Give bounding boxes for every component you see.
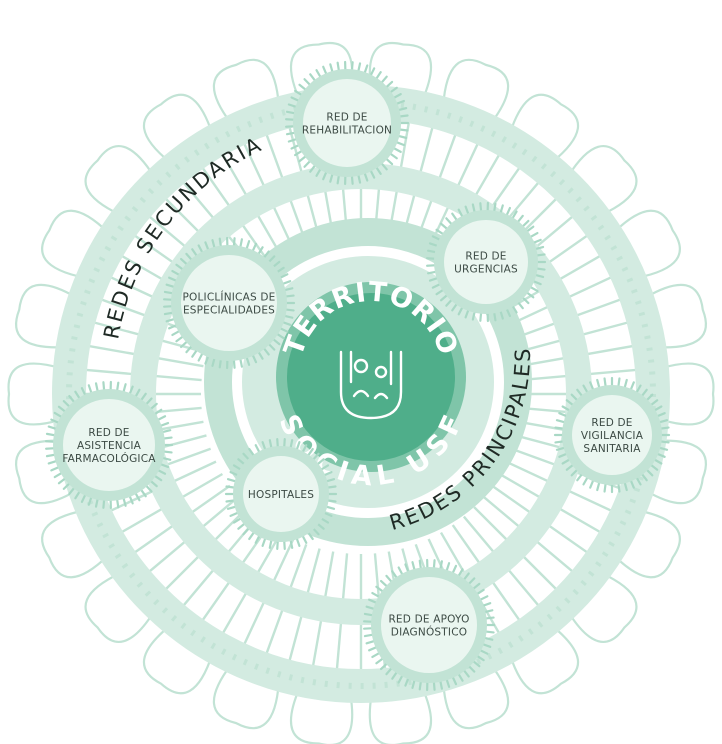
middle-ring <box>130 163 592 625</box>
petal-loop <box>442 663 510 730</box>
petal-loop <box>212 663 280 730</box>
petal-loop <box>143 93 214 164</box>
petal-loop <box>613 209 681 279</box>
node-label-line: RED DE <box>88 427 129 439</box>
petal-loop <box>14 439 78 505</box>
petal-loop <box>442 58 510 125</box>
petal-loop <box>41 509 109 579</box>
node-inner-circle <box>572 395 652 475</box>
node-inner-circle <box>181 255 277 351</box>
node-label-line: DIAGNÓSTICO <box>391 626 467 639</box>
petal-loop <box>566 572 638 644</box>
outer-petal-loops <box>7 42 715 744</box>
node-label-line: URGENCIAS <box>454 264 518 276</box>
node-inner-circle <box>303 79 391 167</box>
node-label-line: SANITARIA <box>583 443 641 455</box>
node-label-line: RED DE <box>465 251 506 263</box>
petal-loop <box>613 509 681 579</box>
petal-loop <box>84 144 156 216</box>
node-label-line: VIGILANCIA <box>581 430 644 442</box>
node-label-line: HOSPITALES <box>248 489 314 501</box>
petal-loop <box>659 362 715 426</box>
node-label-line: RED DE APOYO <box>388 614 469 626</box>
petal-loop <box>84 572 156 644</box>
petal-loop <box>289 687 354 744</box>
node-inner-circle <box>381 577 477 673</box>
hand-with-people-icon <box>339 350 403 420</box>
petal-loop <box>7 362 63 426</box>
node-label-line: FARMACOLÓGICA <box>62 452 156 465</box>
node-label-line: RED DE <box>326 112 367 124</box>
node-hospitales: HOSPITALES <box>224 438 338 550</box>
petal-loop <box>14 283 78 349</box>
petal-loop <box>368 42 433 101</box>
node-label-line: POLICLÍNICAS DE <box>182 291 275 304</box>
node-inner-circle <box>444 220 528 304</box>
petal-loop <box>41 209 109 279</box>
node-inner-circle <box>63 399 155 491</box>
petal-loop <box>508 624 579 695</box>
node-label-line: RED DE <box>591 417 632 429</box>
petal-loop <box>368 687 433 744</box>
petal-loop <box>644 439 708 505</box>
petal-loop <box>508 93 579 164</box>
node-inner-circle <box>243 456 319 532</box>
petal-loop <box>644 283 708 349</box>
node-label-line: ASISTENCIA <box>77 440 142 452</box>
node-label-line: REHABILITACION <box>302 125 392 137</box>
center-territory: TERRITORIO SOCIAL USF <box>273 277 469 493</box>
petal-loop <box>143 624 214 695</box>
petal-loop <box>566 144 638 216</box>
node-label-line: ESPECIALIDADES <box>183 305 275 317</box>
petal-loop <box>212 58 280 125</box>
